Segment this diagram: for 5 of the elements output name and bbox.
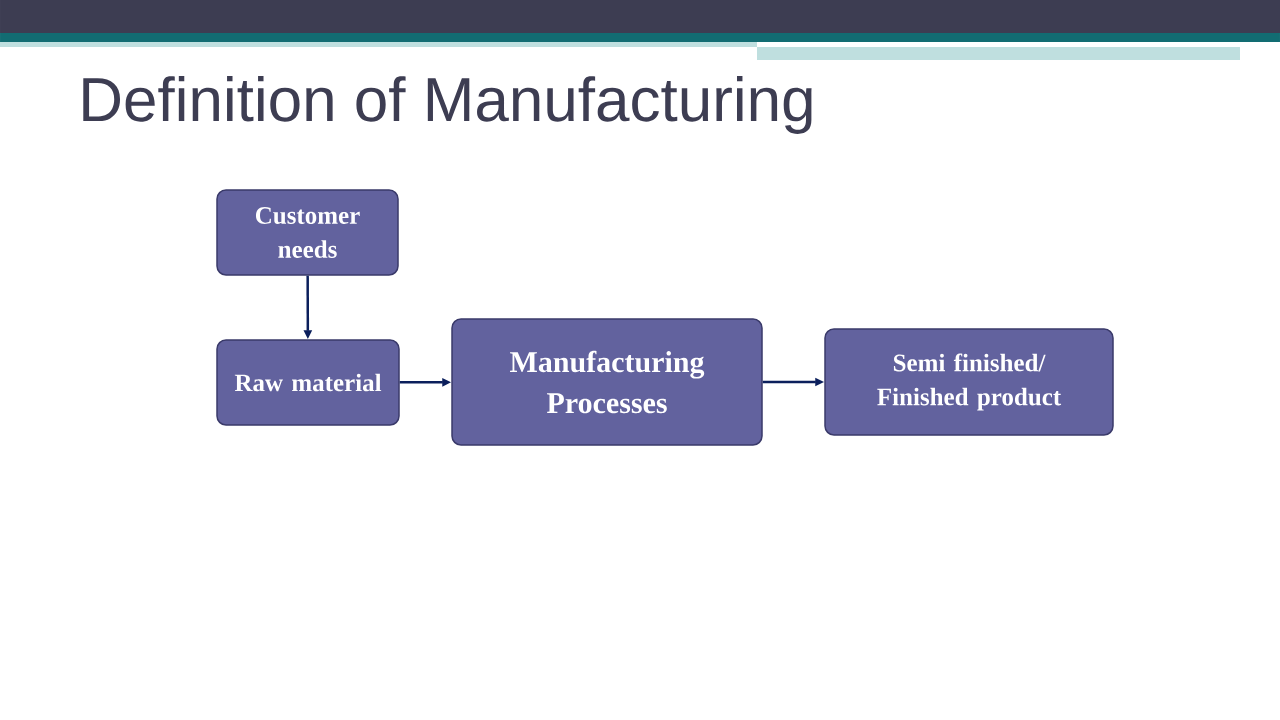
process-box: Raw material xyxy=(216,339,400,426)
process-box: Customer needs xyxy=(216,189,399,276)
process-box: Manufacturing Processes xyxy=(451,318,763,446)
slide-title: Definition of Manufacturing xyxy=(83,76,812,134)
process-box: Semi finished/ Finished product xyxy=(824,328,1114,436)
